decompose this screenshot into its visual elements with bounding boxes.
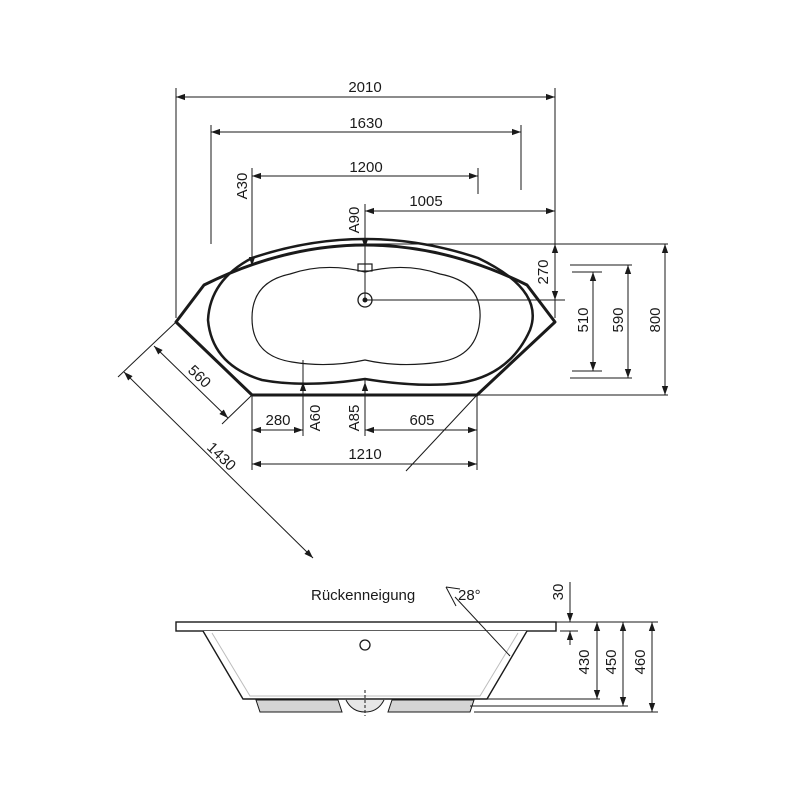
dim-label-560: 560 [184,362,214,392]
dim-label-1430: 1430 [203,439,239,474]
tub-inner-rim [206,237,534,387]
dim-label-1210: 1210 [348,446,381,463]
dim-label-450: 450 [603,649,620,674]
tub-foot-right [387,699,475,713]
back-slope-angle: 28° [458,587,481,604]
dim-label-1200: 1200 [349,159,382,176]
dim-label-a60: A60 [307,405,324,432]
back-slope-label: Rückenneigung [311,587,415,604]
dim-label-430: 430 [576,649,593,674]
dim-label-510: 510 [575,307,592,332]
dim-label-270: 270 [535,259,552,284]
dim-label-590: 590 [610,307,627,332]
dimension-lines [123,93,669,559]
tub-foot-left [255,699,343,713]
side-view: Rückenneigung 28° 30 430 450 460 [175,582,658,716]
dim-label-a90: A90 [346,207,363,234]
tub-side-body [202,630,528,700]
dim-label-1005: 1005 [409,193,442,210]
slope-angle-mark [445,586,457,607]
tub-basin [251,266,481,366]
dim-label-2010: 2010 [348,79,381,96]
extension-lines [117,88,668,472]
dim-label-280: 280 [265,412,290,429]
dim-label-800: 800 [647,307,664,332]
dim-label-a30: A30 [234,173,251,200]
tub-side-rim [175,621,557,632]
dim-label-460: 460 [632,649,649,674]
dim-label-605: 605 [409,412,434,429]
tub-outer-rim [174,243,557,397]
top-view: 2010 1630 1200 1005 A30 A90 270 800 590 … [117,79,669,559]
overflow-hole-side [359,639,371,651]
dim-label-1630: 1630 [349,115,382,132]
dim-label-a85: A85 [346,405,363,432]
dim-label-30: 30 [550,584,567,601]
